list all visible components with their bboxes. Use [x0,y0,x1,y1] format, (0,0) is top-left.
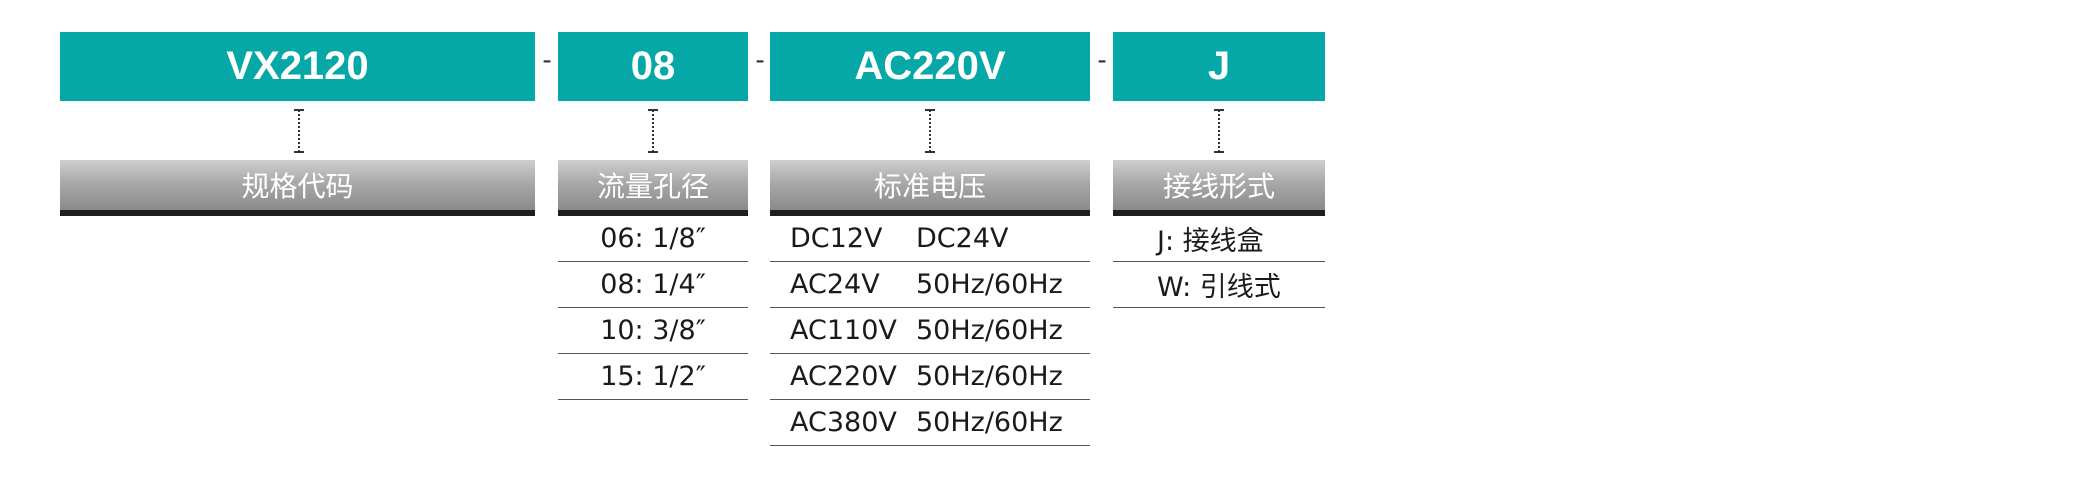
voltage-value: AC380V [790,407,897,438]
orifice-options-list: 06: 1/8″ 08: 1/4″ 10: 3/8″ 15: 1/2″ [558,216,748,400]
voltage-option: AC220V 50Hz/60Hz [770,354,1090,400]
wiring-option: W: 引线式 [1113,262,1325,308]
voltage-value: DC12V [790,223,883,254]
model-code-box: VX2120 [60,32,535,101]
voltage-option: AC380V 50Hz/60Hz [770,400,1090,446]
wiring-code-box: J [1113,32,1325,101]
orifice-option: 06: 1/8″ [558,216,748,262]
voltage-option: AC24V 50Hz/60Hz [770,262,1090,308]
orifice-code-box: 08 [558,32,748,101]
voltage-value: AC110V [790,315,897,346]
voltage-spec: 50Hz/60Hz [916,269,1063,300]
voltage-header: 标准电压 [770,160,1090,216]
voltage-value: AC24V [790,269,880,300]
orifice-header: 流量孔径 [558,160,748,216]
voltage-spec: 50Hz/60Hz [916,361,1063,392]
voltage-connector [925,107,935,155]
voltage-spec: 50Hz/60Hz [916,315,1063,346]
voltage-option: DC12V DC24V [770,216,1090,262]
orifice-connector [648,107,658,155]
voltage-spec: 50Hz/60Hz [916,407,1063,438]
voltage-options-list: DC12V DC24V AC24V 50Hz/60Hz AC110V 50Hz/60H… [770,216,1090,446]
orifice-option: 08: 1/4″ [558,262,748,308]
separator-dash: - [542,44,552,75]
voltage-value: AC220V [790,361,897,392]
separator-dash: - [1097,44,1107,75]
model-header: 规格代码 [60,160,535,216]
wiring-option: J: 接线盒 [1113,216,1325,262]
voltage-spec: DC24V [916,223,1009,254]
voltage-code-box: AC220V [770,32,1090,101]
wiring-options-list: J: 接线盒 W: 引线式 [1113,216,1325,308]
orifice-option: 10: 3/8″ [558,308,748,354]
voltage-option: AC110V 50Hz/60Hz [770,308,1090,354]
separator-dash: - [755,44,765,75]
wiring-header: 接线形式 [1113,160,1325,216]
orifice-option: 15: 1/2″ [558,354,748,400]
model-connector [294,107,304,155]
wiring-connector [1214,107,1224,155]
